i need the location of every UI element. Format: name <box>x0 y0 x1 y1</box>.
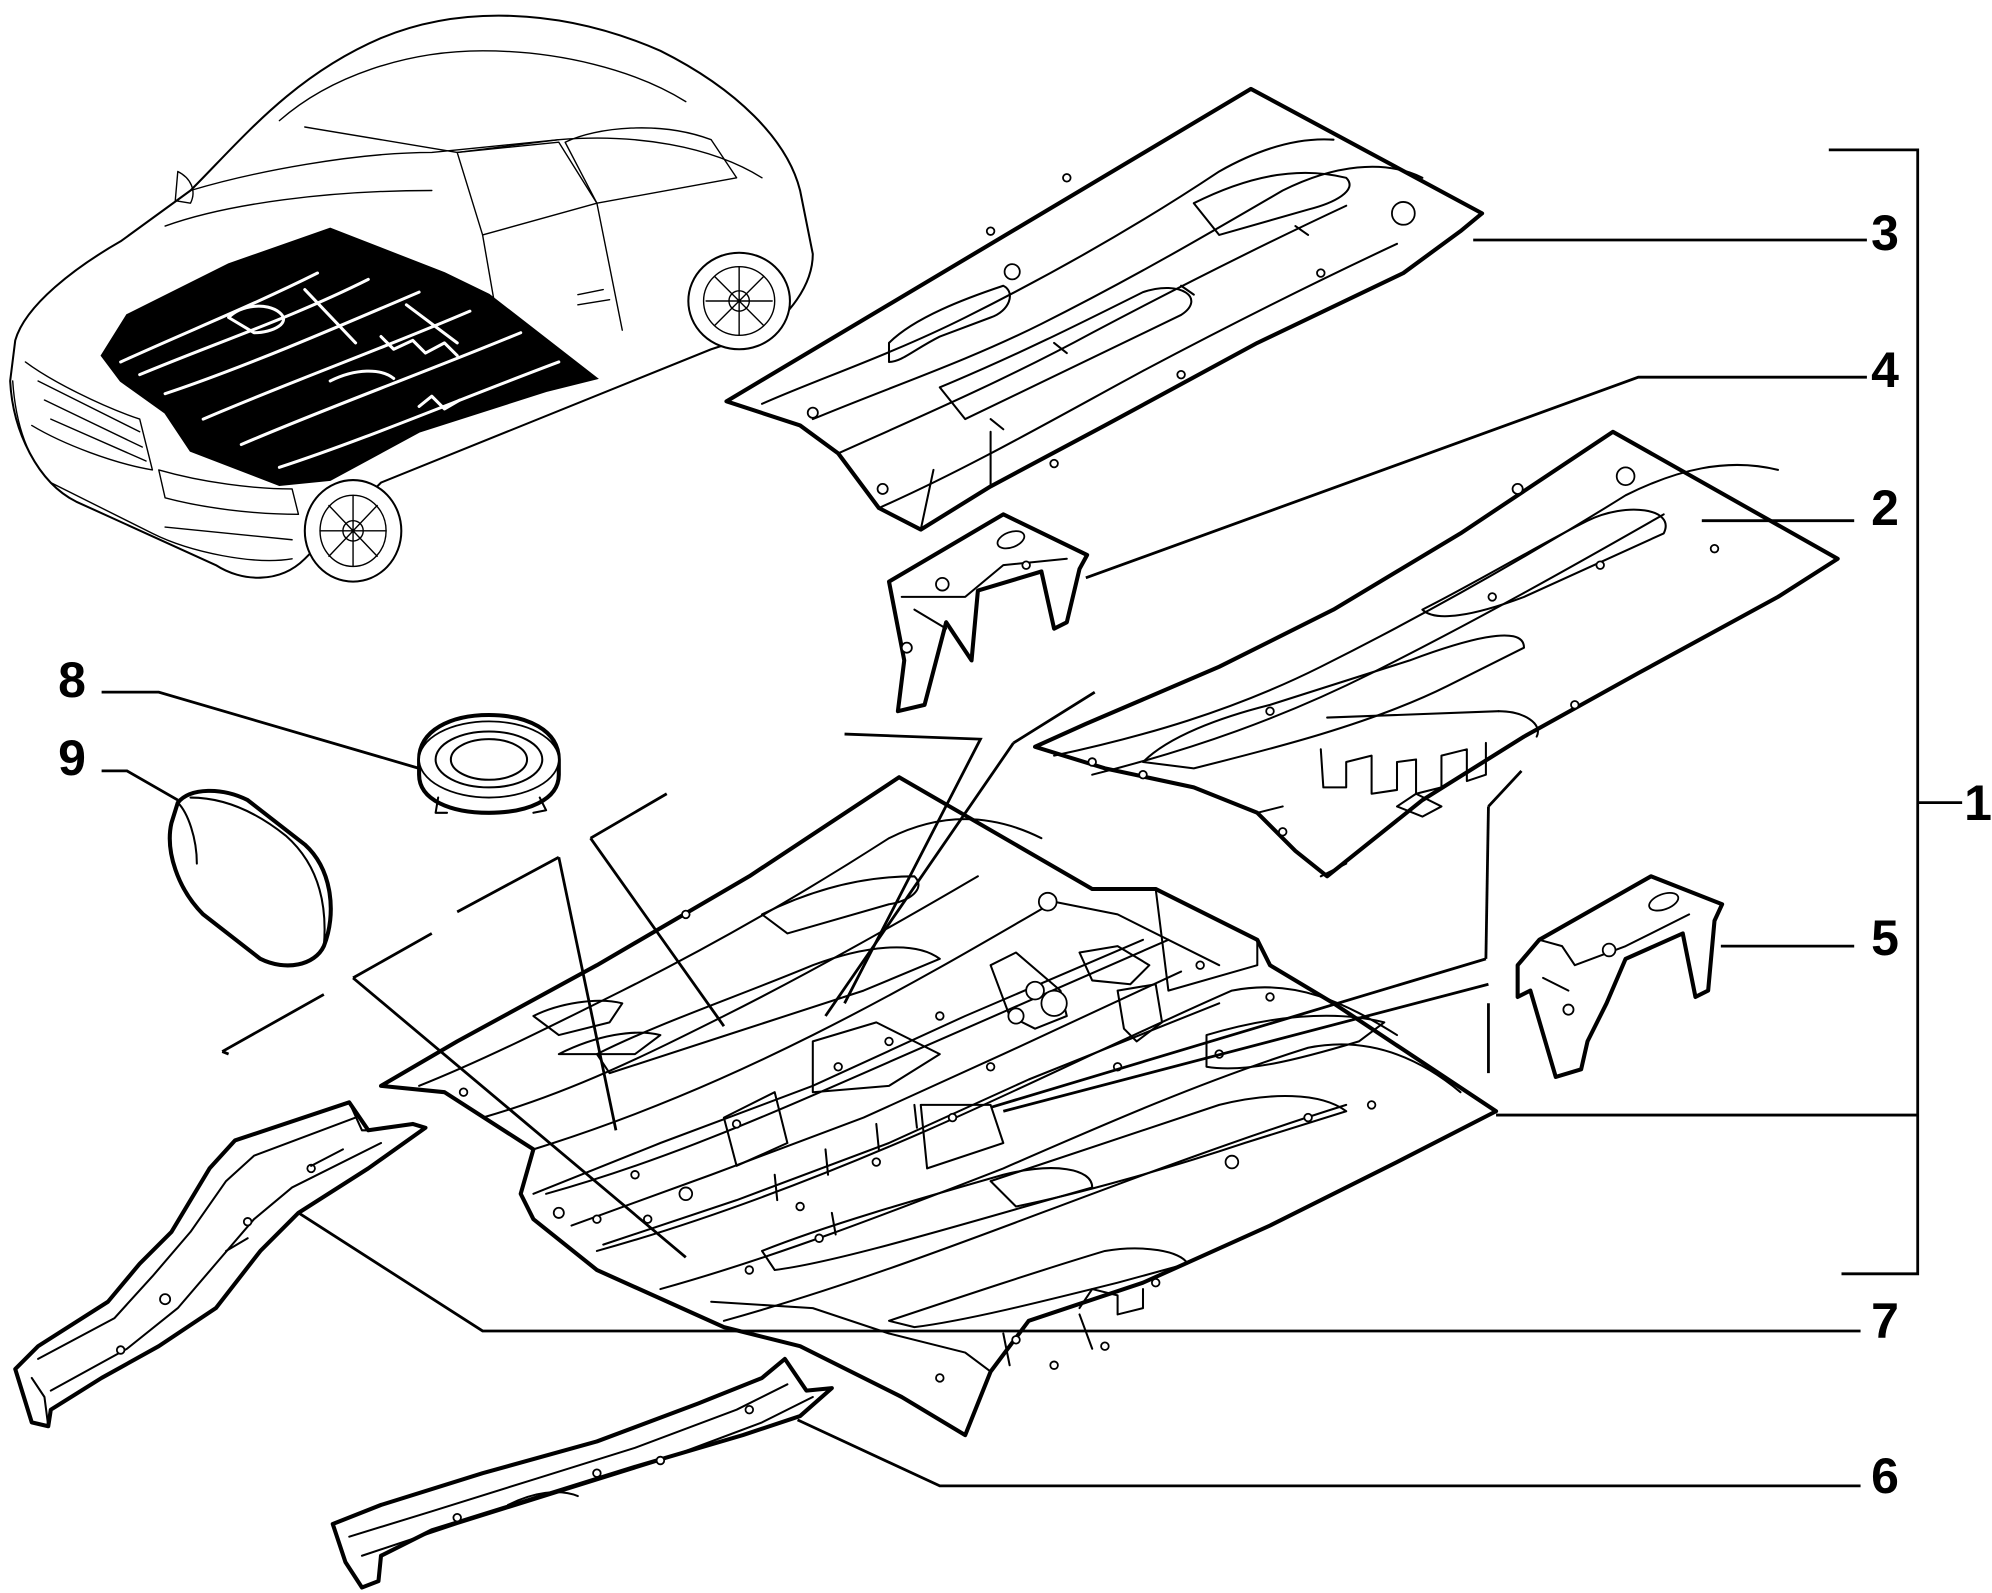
part-4-bracket <box>886 512 1090 714</box>
part-5-bracket <box>1515 874 1725 1079</box>
leader-lines <box>101 148 1963 1488</box>
callout-2: 2 <box>1871 480 1899 536</box>
callout-3: 3 <box>1871 205 1899 261</box>
part-8-round-plug <box>417 712 561 815</box>
callout-6: 6 <box>1871 1448 1899 1504</box>
callout-4: 4 <box>1871 342 1899 398</box>
callout-5: 5 <box>1871 910 1899 966</box>
callout-9: 9 <box>58 730 86 786</box>
part-2-floor-panel-front <box>1033 429 1840 879</box>
part-6-rail-front <box>330 1356 834 1590</box>
part-9-oval-plug <box>167 788 333 968</box>
part-1-floor-assembly <box>378 775 1499 1438</box>
floor-pan-icon <box>100 227 599 487</box>
callout-8: 8 <box>58 652 86 708</box>
callout-labels: 3 4 2 1 5 7 6 8 9 <box>58 205 1992 1504</box>
vehicle-outline-icon <box>9 14 814 583</box>
callout-1: 1 <box>1964 775 1992 831</box>
part-7-rail-left <box>13 1100 428 1429</box>
callout-7: 7 <box>1871 1293 1899 1349</box>
part-3-floor-panel-rear <box>724 86 1485 532</box>
